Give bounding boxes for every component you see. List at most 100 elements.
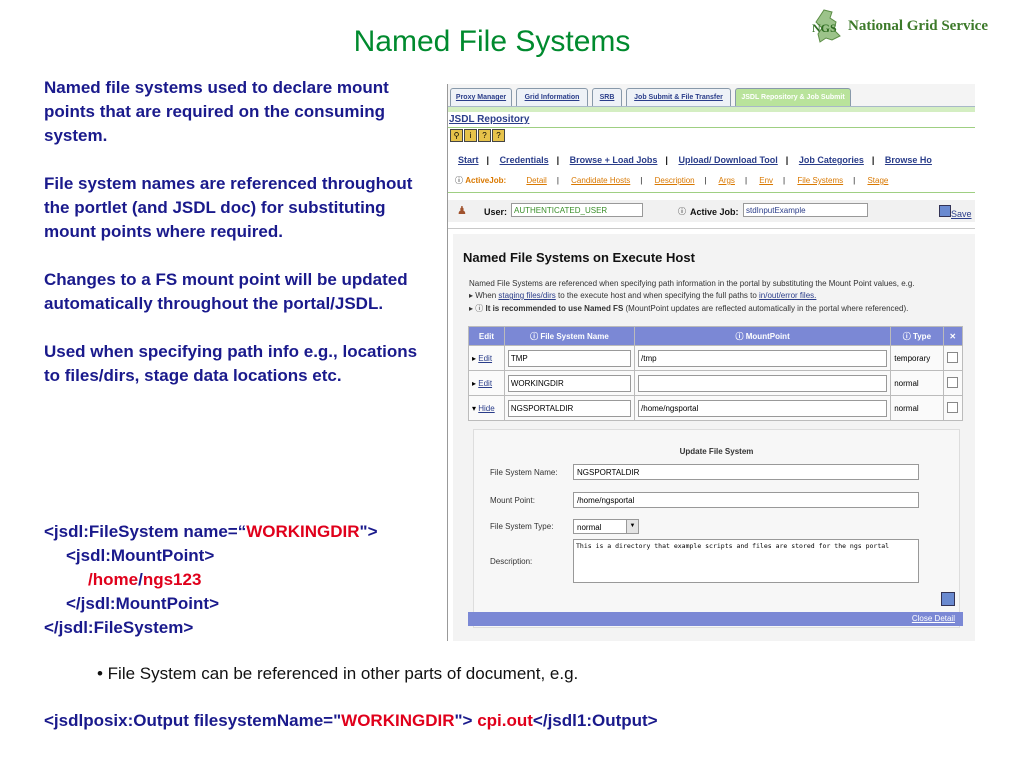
divider [448,192,975,193]
divider [448,127,975,128]
row-checkbox[interactable] [946,351,958,363]
link-detail[interactable]: Detail [526,176,547,185]
ngs-logo-icon: NGS [812,9,841,43]
header-type: ⓘ Type [890,326,944,346]
tab-bar: Proxy Manager Grid Information SRB Job S… [448,84,975,107]
green-bar [448,107,975,112]
file-systems-table: Edit ⓘ File System Name ⓘ MountPoint ⓘ T… [468,326,963,421]
fs-type-select[interactable]: normal ▼ [573,519,639,534]
mountpoint-field[interactable] [638,374,888,392]
panel-title: Named File Systems on Execute Host [463,250,695,265]
save-icon[interactable] [939,205,951,217]
paragraph-changes: Changes to a FS mount point will be upda… [44,270,408,313]
nav-job-categories[interactable]: Job Categories [798,155,864,165]
divider [448,228,975,229]
row-checkbox[interactable] [946,376,958,388]
nav-start[interactable]: Start [458,155,479,165]
close-detail-bar: Close Detail [468,612,963,626]
chevron-down-icon: ▼ [626,520,638,533]
code-line-5: </jsdl:FileSystem> [44,618,194,637]
row-action: ▸ Edit [468,370,505,396]
panel-description: Named File Systems are referenced when s… [469,279,915,288]
jsdl-code-sample: <jsdl:FileSystem name=“WORKINGDIR"> <jsd… [44,520,378,640]
user-row: ♟ User: AUTHENTICATED_USER ⓘ Active Job:… [448,200,975,222]
fs-name-field[interactable]: NGSPORTALDIR [507,399,632,417]
output-code-sample: <jsdlposix:Output filesystemName="WORKIN… [44,711,658,730]
zoom-icon[interactable]: ⚲ [450,129,463,142]
tab-jsdl-repository[interactable]: JSDL Repository & Job Submit [735,88,851,106]
paragraph-named-fs: Named file systems used to declare mount… [44,78,389,145]
save-icon[interactable] [941,592,955,606]
delete-icon[interactable]: ✕ [942,326,963,346]
close-detail-link[interactable]: Close Detail [911,614,955,623]
active-job-label: Active Job: [690,207,739,217]
code-line-3: /home/ngs123 [88,570,202,589]
repo-title[interactable]: JSDL Repository [449,114,530,125]
fs-name-field[interactable]: WORKINGDIR [507,374,632,392]
description-label: Description: [490,557,533,566]
header-edit: Edit [468,326,505,346]
code-line-4: </jsdl:MountPoint> [66,594,219,613]
row-action: ▾ Hide [468,395,505,421]
mountpoint-field[interactable]: /home/ngsportal [638,399,888,417]
link-env[interactable]: Env [759,176,774,185]
panel-description-line3: ▸ ⓘ It is recommended to use Named FS (M… [469,304,909,313]
help-icon[interactable]: ? [478,129,491,142]
toolbar-icons: ⚲ i ? ? [450,129,505,142]
edit-link[interactable]: Edit [478,378,493,388]
info-icon: ⓘ [455,176,463,185]
fs-name-input[interactable]: NGSPORTALDIR [573,464,919,480]
slide-title: Named File Systems [353,25,631,58]
active-job-field[interactable]: stdInputExample [743,203,868,217]
save-link[interactable]: Save [951,209,972,219]
row-checkbox[interactable] [946,401,958,413]
active-job-label: ActiveJob: [465,176,507,185]
nav-upload-download[interactable]: Upload/ Download Tool [678,155,778,165]
description-textarea[interactable]: This is a directory that example scripts… [573,539,919,583]
mount-point-input[interactable]: /home/ngsportal [573,492,919,508]
link-candidate-hosts[interactable]: Candidate Hosts [571,176,631,185]
tab-job-submit[interactable]: Job Submit & File Transfer [626,88,731,106]
user-label: User: [484,207,508,217]
fs-type: normal [890,370,944,396]
staging-link[interactable]: staging files/dirs [498,291,556,300]
panel-description-line2: ▸ When staging files/dirs to the execute… [469,291,817,300]
bullet-reference: • File System can be referenced in other… [97,664,579,683]
io-files-link[interactable]: in/out/error files. [759,291,817,300]
link-args[interactable]: Args [718,176,735,185]
info-icon: ⓘ [678,207,686,216]
active-job-nav: ⓘ ActiveJob: Detail| Candidate Hosts| De… [455,176,889,185]
fs-type-label: File System Type: [490,522,554,531]
row-action: ▸ Edit [468,345,505,371]
update-form-title: Update File System [679,447,754,456]
question-icon[interactable]: ? [492,129,505,142]
link-stage[interactable]: Stage [867,176,889,185]
svg-text:NGS: NGS [812,21,837,35]
update-fs-form: Update File System File System Name: NGS… [473,429,960,628]
mount-point-label: Mount Point: [490,496,535,505]
table-row: ▸ Edit WORKINGDIR normal [468,370,963,396]
hide-link[interactable]: Hide [478,403,495,413]
user-field[interactable]: AUTHENTICATED_USER [511,203,643,217]
fs-name-field[interactable]: TMP [507,349,632,367]
portlet-screenshot: Proxy Manager Grid Information SRB Job S… [447,84,975,641]
tab-proxy-manager[interactable]: Proxy Manager [450,88,512,106]
tab-grid-information[interactable]: Grid Information [516,88,588,106]
info-icon[interactable]: i [464,129,477,142]
ngs-logo: NGS National Grid Service [810,8,988,44]
left-text-block: Named file systems used to declare mount… [44,76,424,412]
portlet-nav: Start| Credentials| Browse + Load Jobs| … [458,155,932,165]
edit-link[interactable]: Edit [478,353,493,363]
nav-credentials[interactable]: Credentials [499,155,549,165]
nav-browse-load[interactable]: Browse + Load Jobs [569,155,658,165]
mountpoint-field[interactable]: /tmp [638,349,888,367]
user-icon: ♟ [457,205,467,217]
table-header-row: Edit ⓘ File System Name ⓘ MountPoint ⓘ T… [468,326,963,346]
nav-browse-hosts[interactable]: Browse Ho [884,155,932,165]
tab-srb[interactable]: SRB [592,88,622,106]
logo-text: National Grid Service [848,17,988,34]
link-file-systems[interactable]: File Systems [797,176,844,185]
code-line-1: <jsdl:FileSystem name=“WORKINGDIR"> [44,522,378,541]
link-description[interactable]: Description [654,176,695,185]
code-line-2: <jsdl:MountPoint> [66,546,215,565]
